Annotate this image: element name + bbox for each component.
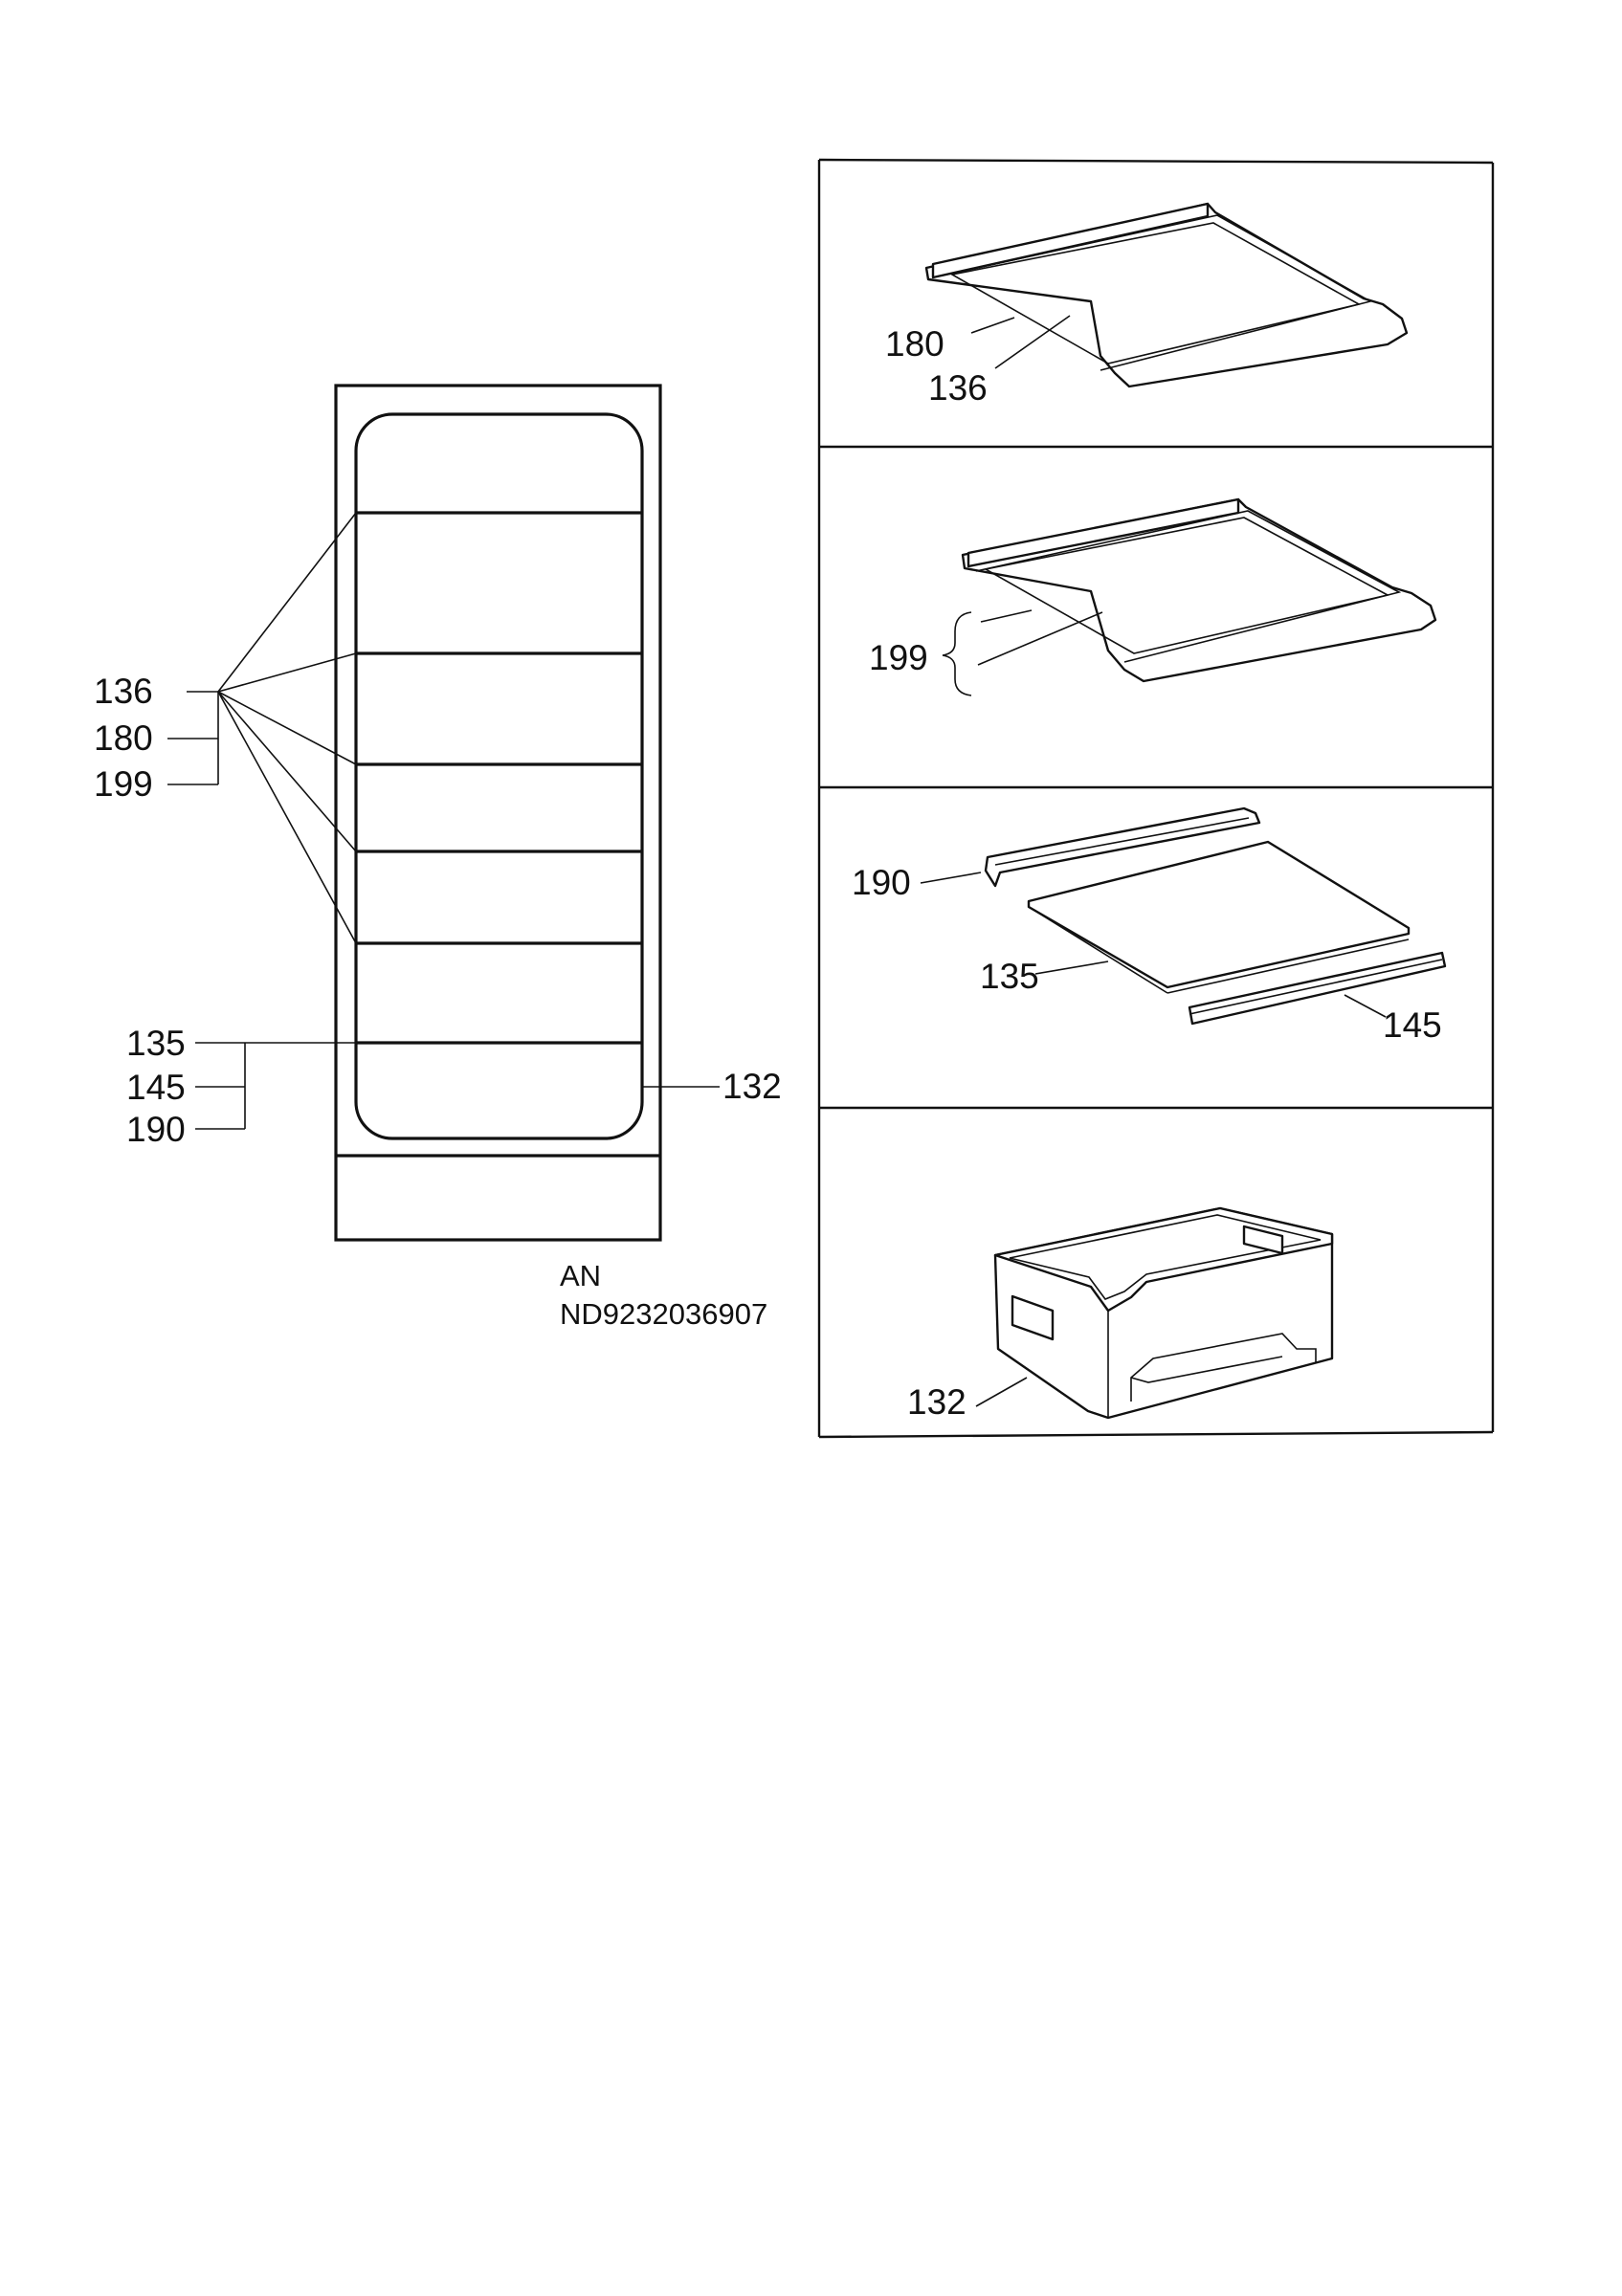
panel-2-shelf-assembly: 199	[869, 497, 1437, 696]
label-132: 132	[722, 1067, 782, 1106]
label-136: 136	[94, 672, 153, 711]
rear-profile-190	[984, 806, 1261, 888]
panel-1-label-180: 180	[885, 324, 944, 364]
shelf-leader-fan	[167, 512, 357, 944]
leader-180-panel	[970, 317, 1015, 334]
drawer-side-handle-right	[1242, 1225, 1284, 1255]
label-135: 135	[126, 1024, 186, 1063]
panel-3-label-190: 190	[852, 863, 911, 902]
panel-1-glass-shelf: 180 136	[885, 202, 1409, 408]
panel-2-label-199: 199	[869, 638, 928, 677]
cabinet-outline	[334, 384, 662, 1242]
leader-136-panel	[994, 315, 1071, 369]
leader-132-panel	[975, 1377, 1028, 1407]
brace-199	[942, 611, 972, 696]
label-190: 190	[126, 1110, 186, 1149]
parts-panels	[817, 158, 1495, 1439]
diagram-code-line-1: AN	[560, 1259, 601, 1292]
panel-3-glass-plate: 190 135 145	[852, 806, 1447, 1045]
panel-1-label-136: 136	[928, 368, 988, 408]
front-strip-145	[1188, 951, 1447, 1026]
panel-4-crisper-drawer: 132	[907, 1206, 1334, 1422]
panel-4-label-132: 132	[907, 1382, 967, 1422]
refrigerator-overview: 136 180 199 135 145 190 132	[94, 384, 782, 1242]
label-180: 180	[94, 718, 153, 758]
label-145: 145	[126, 1068, 186, 1107]
inner-liner	[354, 412, 644, 1140]
panel-3-label-135: 135	[980, 957, 1039, 996]
bottom-leader-bracket	[195, 1042, 356, 1130]
diagram-code-line-2: ND9232036907	[560, 1297, 767, 1331]
panel-3-label-145: 145	[1383, 1005, 1442, 1045]
label-199: 199	[94, 764, 153, 804]
drawer-side-handle-left	[1011, 1294, 1055, 1341]
